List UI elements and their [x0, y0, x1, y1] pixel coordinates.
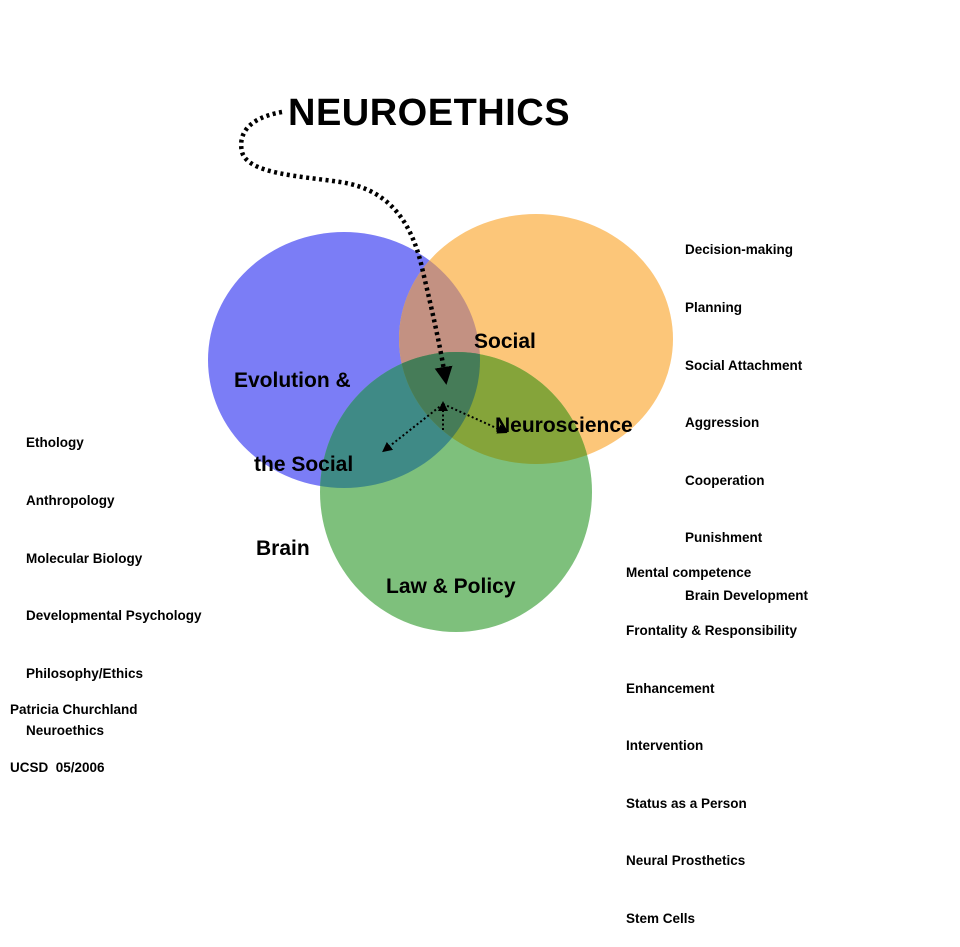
list-item: Neural Prosthetics: [626, 853, 746, 869]
neuroethics-connector-arrow: [238, 109, 453, 385]
overlap-social-law: [399, 352, 592, 464]
overlap-evolution-law: [320, 352, 480, 488]
list-item: Philosophy/Ethics: [26, 665, 144, 681]
venn-diagram: [208, 109, 673, 632]
evolution-label-line: Brain: [256, 537, 310, 560]
list-item: Aggression: [685, 415, 760, 431]
list-item: Intervention: [626, 738, 704, 754]
credit-line: Patricia Churchland: [10, 702, 138, 718]
list-item: Stem Cells: [626, 910, 696, 926]
list-item: Molecular Biology: [26, 550, 143, 566]
list-item: Cooperation: [685, 472, 765, 488]
list-item: Ethology: [26, 435, 84, 451]
centre-arrow-right: [442, 403, 508, 434]
diagram-title: NEUROETHICS: [288, 92, 571, 134]
list-item: Frontality & Responsibility: [626, 623, 798, 638]
list-item: Anthropology: [26, 493, 115, 508]
list-item: Punishment: [685, 530, 763, 546]
social-label-line: Neuroscience: [495, 414, 633, 437]
list-item: Mental competence: [626, 565, 752, 581]
centre-arrow-left: [382, 403, 444, 453]
list-item: Developmental Psychology: [26, 608, 202, 624]
law-label-line: Law & Policy: [386, 575, 516, 598]
list-item: Enhancement: [626, 680, 715, 696]
social-topic-list: Decision-making Planning Social Attachme…: [685, 202, 808, 624]
evolution-circle-label: Evolution & the Social Brain: [234, 311, 353, 591]
author-credit: Patricia Churchland UCSD 05/2006: [10, 662, 138, 796]
social-circle-label: Social Neuroscience: [474, 272, 633, 468]
list-item: Planning: [685, 300, 742, 315]
law-circle-label: Law & Policy: [386, 517, 516, 629]
list-item: Decision-making: [685, 242, 794, 258]
evolution-label-line: Evolution &: [234, 369, 351, 392]
credit-line: UCSD 05/2006: [10, 760, 105, 775]
social-label-line: Social: [474, 330, 536, 353]
evolution-label-line: the Social: [254, 453, 354, 476]
list-item: Status as a Person: [626, 795, 747, 811]
list-item: Brain Development: [685, 587, 809, 603]
list-item: Social Attachment: [685, 357, 803, 373]
law-topic-list: Mental competence Frontality & Responsib…: [626, 525, 797, 947]
